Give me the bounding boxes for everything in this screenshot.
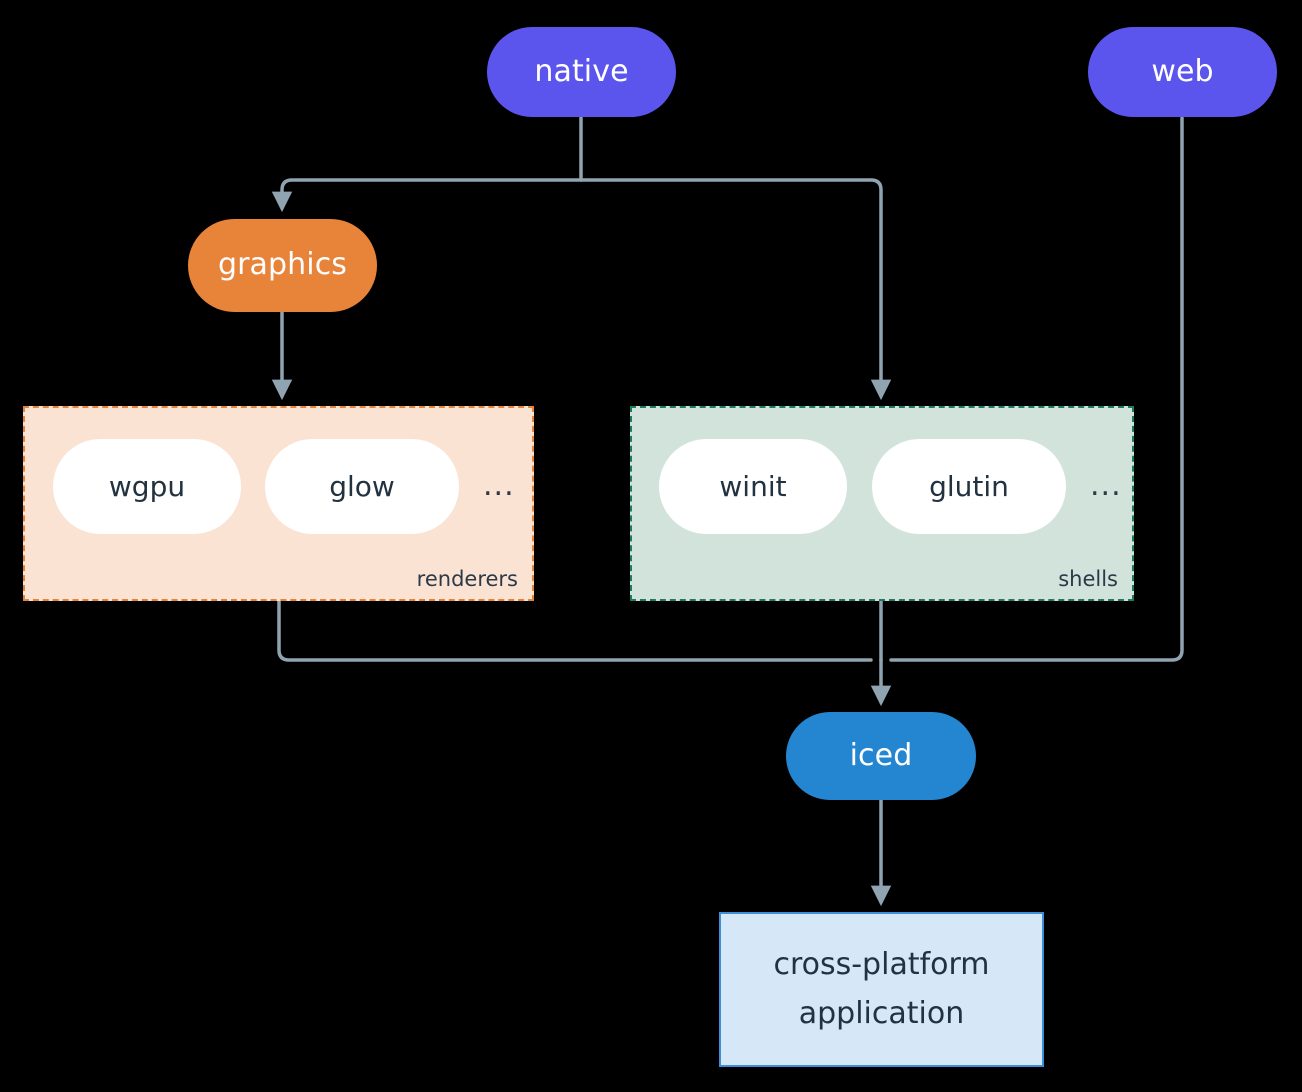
node-application-label-line2: application <box>798 995 965 1031</box>
node-web-label: web <box>1151 53 1214 89</box>
node-web[interactable]: web <box>1088 27 1277 117</box>
node-application-label-line1: cross-platform <box>773 946 990 982</box>
node-native[interactable]: native <box>487 27 676 117</box>
node-wgpu-label: wgpu <box>108 470 186 503</box>
renderers-overflow-ellipsis: ... <box>483 468 515 503</box>
shells-overflow-ellipsis: ... <box>1090 468 1122 503</box>
node-graphics-label: graphics <box>217 247 348 283</box>
node-glow[interactable]: glow <box>265 439 459 534</box>
node-graphics[interactable]: graphics <box>188 219 377 312</box>
group-renderers-label: renderers <box>416 567 518 591</box>
node-application[interactable]: cross-platform application <box>719 912 1044 1067</box>
group-shells-label: shells <box>1058 567 1118 591</box>
node-glutin-label: glutin <box>929 470 1009 503</box>
node-winit-label: winit <box>719 470 787 503</box>
edge-native-to-graphics <box>271 178 583 213</box>
node-iced[interactable]: iced <box>786 712 976 800</box>
node-iced-label: iced <box>849 737 913 773</box>
node-glutin[interactable]: glutin <box>872 439 1066 534</box>
node-glow-label: glow <box>329 470 395 503</box>
node-winit[interactable]: winit <box>659 439 847 534</box>
edge-native-to-shells <box>579 178 892 401</box>
node-native-label: native <box>534 53 629 89</box>
node-wgpu[interactable]: wgpu <box>53 439 241 534</box>
group-renderers[interactable]: wgpu glow ... renderers <box>23 406 534 601</box>
edge-renderers-to-iced <box>277 599 873 662</box>
group-shells[interactable]: winit glutin ... shells <box>630 406 1134 601</box>
